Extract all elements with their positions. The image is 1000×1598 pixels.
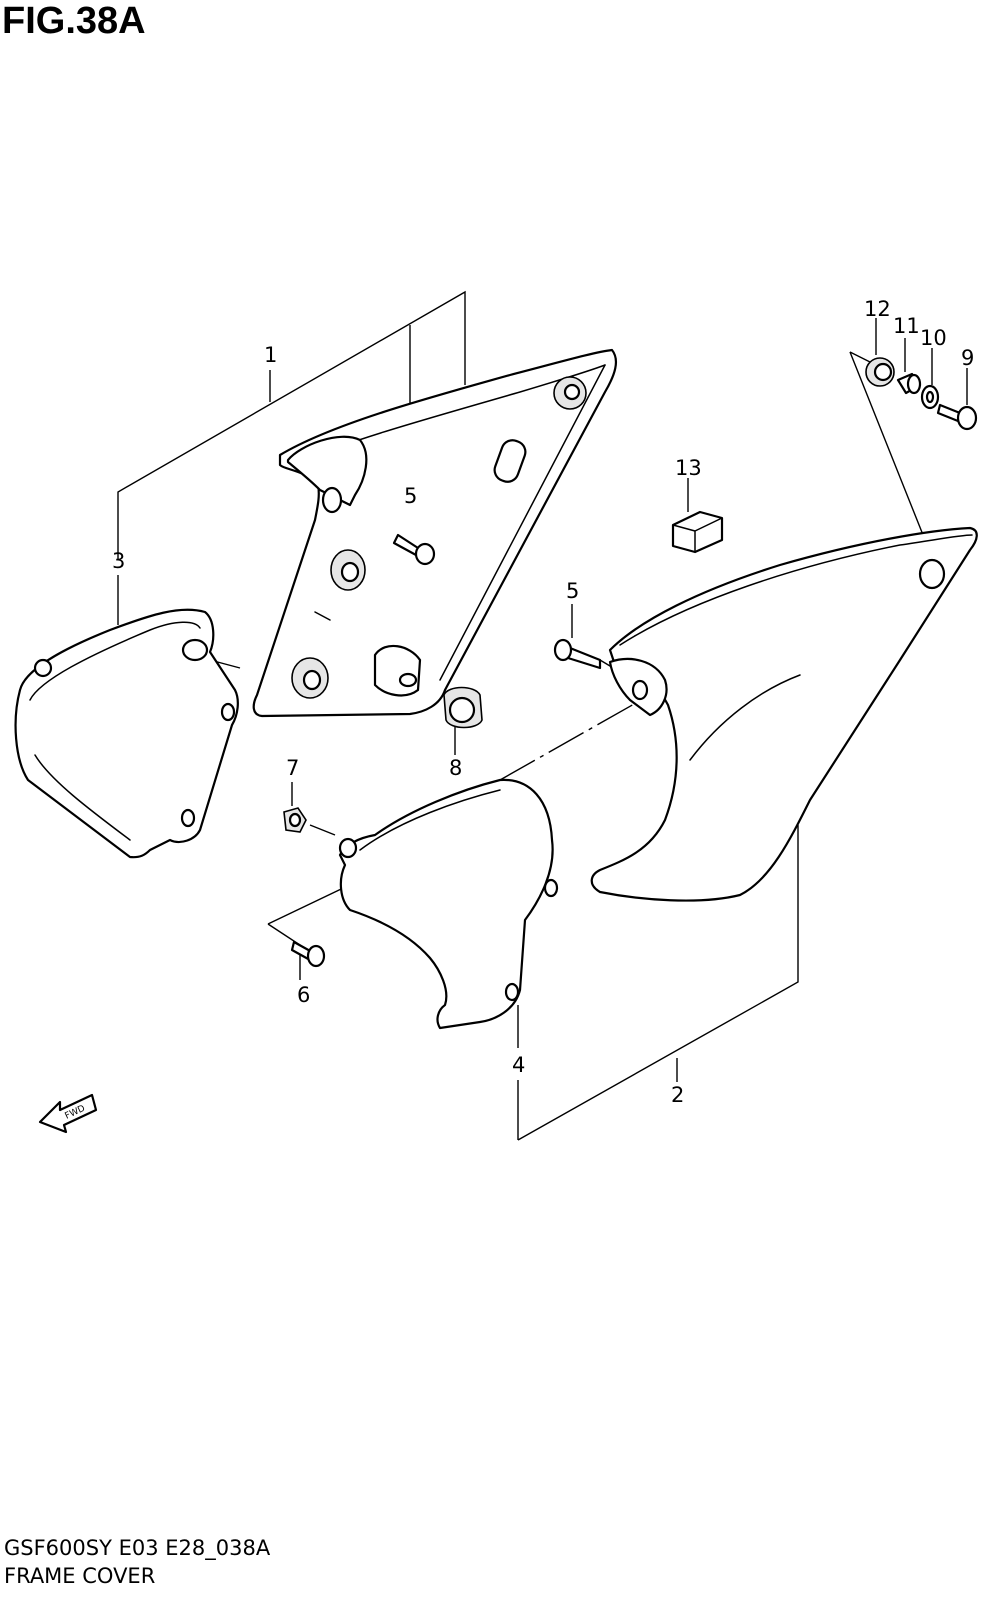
leader-12-tick [849, 351, 871, 363]
cover-3-hole-a [33, 658, 53, 678]
cover-3-boss [181, 638, 209, 662]
centerline-2 [499, 694, 651, 781]
callout-13: 13 [675, 456, 702, 480]
callout-5b: 5 [566, 579, 579, 603]
cushion-8-face [448, 696, 476, 724]
cover-4-body [338, 778, 554, 1030]
cover-2-contour [689, 674, 801, 761]
cover-3-hole-c [180, 808, 196, 828]
part-5-screw-b [553, 638, 602, 670]
part-11-collar [896, 372, 922, 395]
cover-2-body [590, 526, 978, 902]
callout-9: 9 [961, 346, 974, 370]
cover-1-boss [373, 644, 422, 697]
callout-10: 10 [920, 326, 947, 350]
screw-5b-shank [566, 646, 602, 670]
cover-3-rim [29, 621, 201, 701]
cover-3-body [14, 608, 239, 859]
collar-11-end [906, 373, 922, 395]
cover-1-tab [286, 435, 368, 507]
part-3-front-cover [14, 608, 239, 859]
callout-1: 1 [264, 343, 277, 367]
part-2-side-cover [590, 526, 978, 902]
washer-10-hole [925, 390, 935, 404]
callout-12: 12 [864, 297, 891, 321]
part-7-nut [283, 807, 307, 833]
bolt-9-head [956, 405, 978, 431]
fwd-arrow-shape [38, 1093, 98, 1134]
cover-4-rim [359, 789, 501, 851]
fwd-arrow-icon: FWD [38, 1093, 98, 1134]
callout-11: 11 [893, 314, 920, 338]
cover-2-tab-hole [631, 679, 649, 701]
grommet-12-hole [873, 362, 893, 382]
cover-4-hole-b [543, 878, 559, 898]
leader-1 [117, 290, 466, 560]
cover-3-lower-rim [34, 754, 131, 841]
leader-7-to-part [309, 824, 336, 836]
block-13-body [671, 510, 724, 554]
leader-2 [517, 825, 799, 1141]
cover-4-hole-a [338, 837, 358, 859]
screw-5b-head [553, 638, 573, 662]
cover-1-hole [321, 486, 343, 514]
cover-1-grommet-b-hole [302, 669, 322, 691]
callout-labels: 1 2 3 4 5 5 6 7 8 9 10 11 12 13 [112, 297, 974, 1107]
cover-1-grommet-c-hole [563, 383, 581, 401]
part-9-bolt [936, 403, 978, 431]
callout-5a: 5 [404, 484, 417, 508]
screw-5a-head [414, 542, 436, 566]
bolt-9-shank [936, 403, 962, 423]
callout-2: 2 [671, 1083, 684, 1107]
callout-3: 3 [112, 549, 125, 573]
callout-6: 6 [297, 983, 310, 1007]
cover-1-boss-pin [398, 672, 418, 688]
cover-2-rim [619, 534, 973, 646]
cover-1-edge [439, 364, 606, 681]
part-13-block [671, 510, 724, 554]
part-4-lower-cover [338, 778, 559, 1030]
cover-3-hole-b [220, 702, 236, 722]
nut-7-hole [288, 812, 302, 828]
screw-6-head [306, 944, 326, 968]
cover-1-grommet-a-hole [340, 561, 360, 583]
cover-2-hole [918, 558, 946, 590]
callout-7: 7 [286, 756, 299, 780]
cover-4-hole-c [504, 982, 520, 1002]
block-13-edges [672, 517, 723, 553]
cover-1-slot [493, 439, 527, 483]
figure-name: FRAME COVER [4, 1564, 156, 1588]
part-10-washer [920, 384, 940, 410]
part-1-frame-cover [252, 348, 618, 718]
figure-title: FIG.38A [2, 0, 146, 42]
part-6-screw [290, 940, 326, 968]
part-12-grommet [865, 357, 895, 387]
part-5-screw-a [392, 533, 436, 566]
cover-1-pin [314, 611, 331, 621]
callout-4: 4 [512, 1053, 525, 1077]
part-8-cushion [443, 686, 483, 729]
figure-code: GSF600SY E03 E28_038A [4, 1536, 271, 1560]
callout-8: 8 [449, 756, 462, 780]
